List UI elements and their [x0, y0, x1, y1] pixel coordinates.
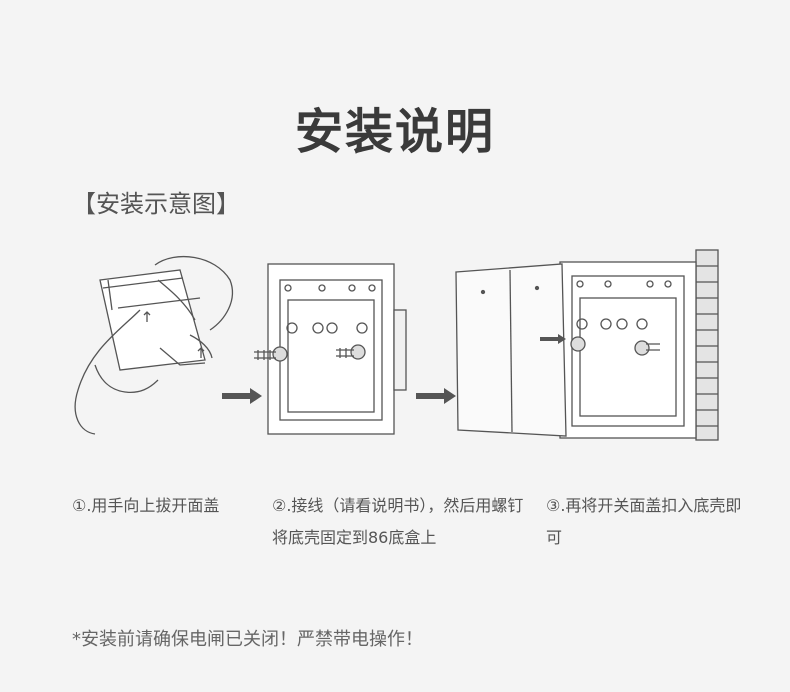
- small-arrow-right-icon: [540, 334, 566, 344]
- step-1-instruction: ①.用手向上拔开面盖: [72, 496, 220, 515]
- diagram-section-heading: 【安装示意图】: [72, 190, 240, 218]
- installation-diagram: [74, 249, 719, 441]
- step-2-instruction: ②.接线（请看说明书），然后用螺钉将底壳固定到86底盒上: [272, 496, 524, 547]
- cover-snap-in-illustration: [455, 249, 719, 441]
- hand-lifting-cover-illustration: [74, 255, 234, 435]
- arrow-right-icon: [222, 388, 262, 404]
- switch-base-with-screws-illustration: [254, 263, 407, 435]
- arrow-right-icon: [416, 388, 456, 404]
- safety-warning: *安装前请确保电闸已关闭！严禁带电操作！: [72, 629, 423, 650]
- page-title: 安装说明: [294, 104, 495, 160]
- step-3-instruction: ③.再将开关面盖扣入底壳即可: [546, 496, 742, 547]
